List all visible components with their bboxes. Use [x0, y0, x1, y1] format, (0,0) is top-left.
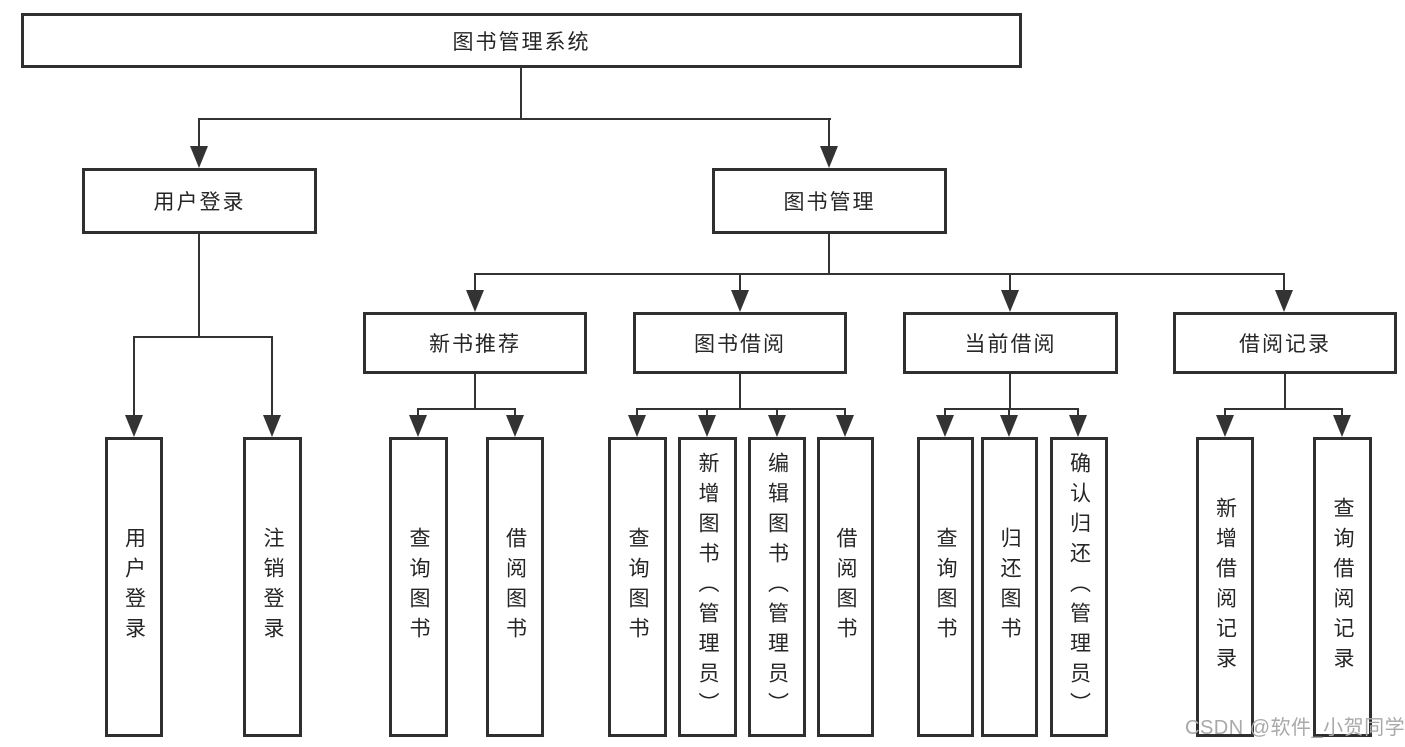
- edge-line: [828, 118, 830, 148]
- edge-line: [844, 408, 846, 417]
- edge-line: [636, 408, 846, 410]
- leaf-add-books-admin: 新增图书（管理员）: [678, 437, 737, 737]
- leaf-edit-books-admin: 编辑图书（管理员）: [748, 437, 806, 737]
- leaf-add-borrow-record: 新增借阅记录: [1196, 437, 1254, 737]
- edge-line: [520, 68, 522, 118]
- leaf-borrow-books-borrowing: 借阅图书: [817, 437, 874, 737]
- edge-arrowhead: [936, 415, 954, 437]
- node-library-management-system: 图书管理系统: [21, 13, 1022, 68]
- edge-arrowhead: [263, 415, 281, 437]
- edge-line: [198, 118, 200, 148]
- edge-line: [944, 408, 946, 417]
- edge-line: [474, 273, 1285, 275]
- edge-arrowhead: [628, 415, 646, 437]
- edge-line: [198, 234, 200, 336]
- edge-arrowhead: [820, 146, 838, 168]
- edge-line: [1283, 273, 1285, 290]
- edge-arrowhead: [1216, 415, 1234, 437]
- edge-line: [417, 408, 419, 417]
- edge-line: [198, 118, 831, 120]
- edge-arrowhead: [836, 415, 854, 437]
- edge-line: [1224, 408, 1343, 410]
- edge-line: [417, 408, 516, 410]
- edge-line: [1341, 408, 1343, 417]
- edge-arrowhead: [1275, 290, 1293, 312]
- edge-line: [133, 336, 135, 415]
- node-current-borrowing: 当前借阅: [903, 312, 1118, 374]
- edge-line: [776, 408, 778, 417]
- edge-arrowhead: [506, 415, 524, 437]
- edge-line: [1077, 408, 1079, 417]
- edge-arrowhead: [698, 415, 716, 437]
- leaf-user-login: 用户登录: [105, 437, 163, 737]
- leaf-confirm-return-admin: 确认归还（管理员）: [1050, 437, 1108, 737]
- leaf-return-books: 归还图书: [981, 437, 1038, 737]
- leaf-logout: 注销登录: [243, 437, 302, 737]
- edge-line: [1224, 408, 1226, 417]
- node-user-login: 用户登录: [82, 168, 317, 234]
- edge-arrowhead: [1069, 415, 1087, 437]
- edge-arrowhead: [1001, 290, 1019, 312]
- leaf-query-books-borrowing: 查询图书: [608, 437, 667, 737]
- edge-line: [739, 273, 741, 290]
- edge-arrowhead: [1333, 415, 1351, 437]
- edge-line: [828, 234, 830, 273]
- edge-line: [1009, 273, 1011, 290]
- edge-line: [133, 336, 273, 338]
- edge-arrowhead: [125, 415, 143, 437]
- edge-line: [1009, 374, 1011, 408]
- edge-arrowhead: [466, 290, 484, 312]
- watermark: CSDN @软件_小贺同学: [1185, 717, 1405, 739]
- edge-line: [636, 408, 638, 417]
- edge-line: [271, 336, 273, 415]
- edge-line: [1008, 408, 1010, 417]
- leaf-query-borrow-record: 查询借阅记录: [1313, 437, 1372, 737]
- edge-arrowhead: [409, 415, 427, 437]
- leaf-borrow-books-recommend: 借阅图书: [486, 437, 544, 737]
- edge-line: [739, 374, 741, 408]
- edge-line: [706, 408, 708, 417]
- edge-line: [514, 408, 516, 417]
- node-borrowing-records: 借阅记录: [1173, 312, 1397, 374]
- leaf-query-books-current: 查询图书: [917, 437, 974, 737]
- edge-arrowhead: [768, 415, 786, 437]
- edge-arrowhead: [190, 146, 208, 168]
- node-book-borrowing: 图书借阅: [633, 312, 847, 374]
- edge-line: [474, 374, 476, 408]
- leaf-query-books-recommend: 查询图书: [389, 437, 448, 737]
- edge-line: [1284, 374, 1286, 408]
- node-new-book-recommendation: 新书推荐: [363, 312, 587, 374]
- edge-arrowhead: [1000, 415, 1018, 437]
- edge-arrowhead: [731, 290, 749, 312]
- node-book-management: 图书管理: [712, 168, 947, 234]
- edge-line: [944, 408, 1079, 410]
- edge-line: [474, 273, 476, 290]
